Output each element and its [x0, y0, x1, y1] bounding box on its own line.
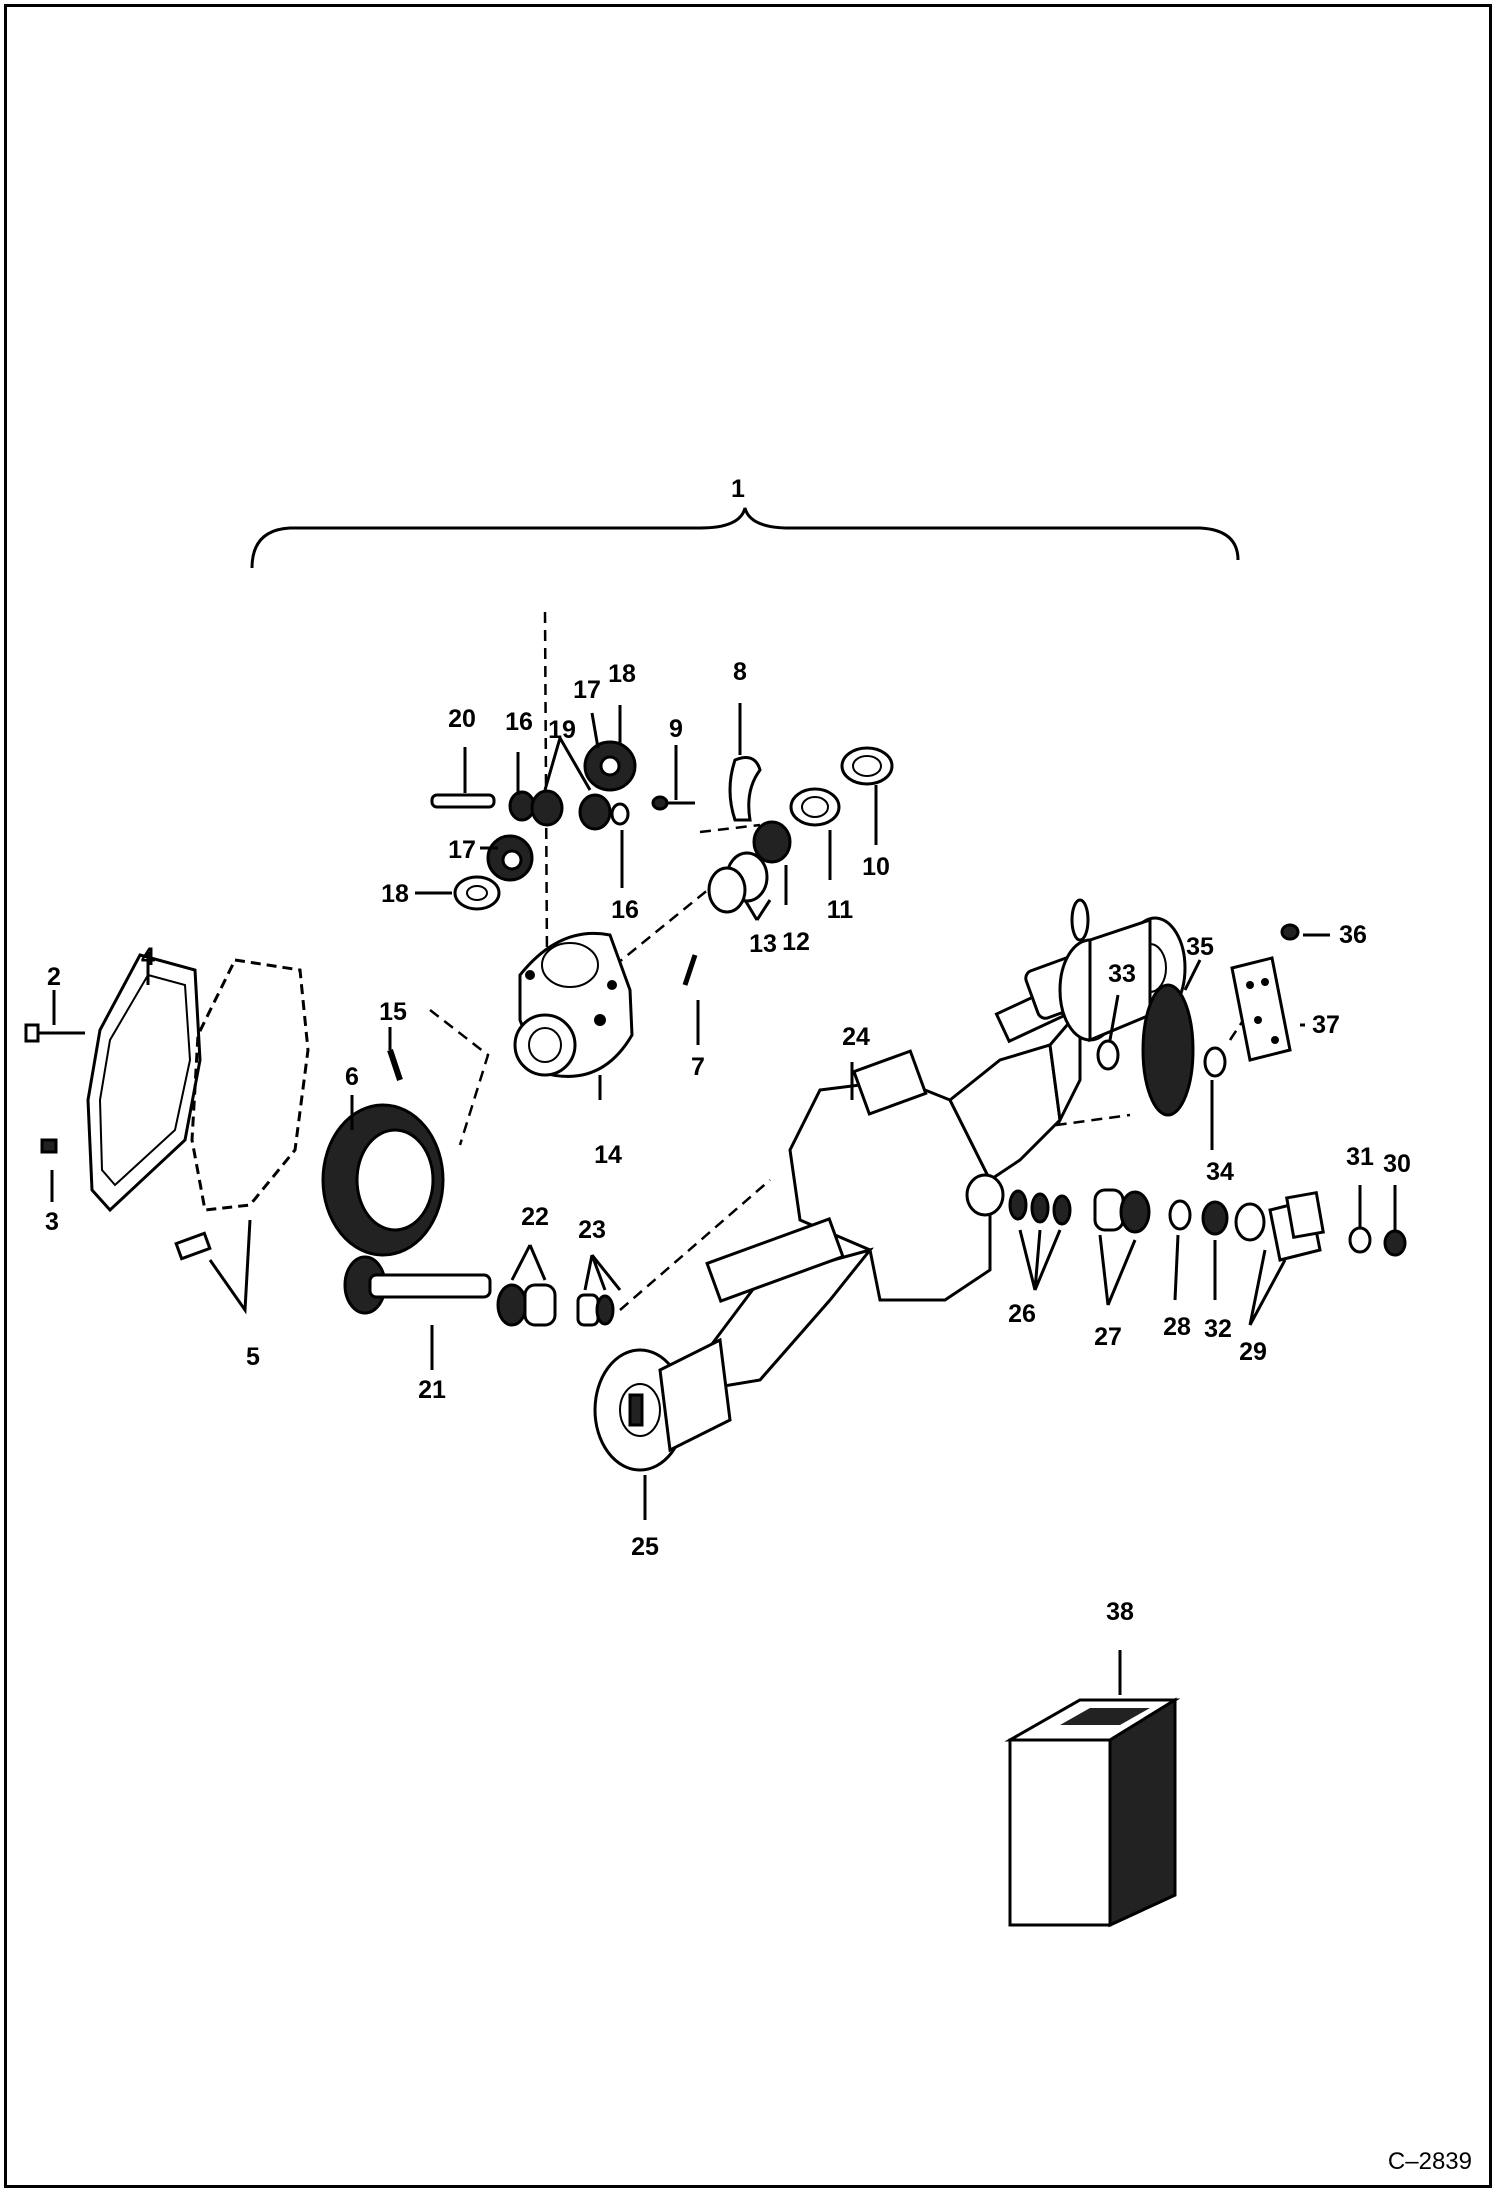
- axle-housing-part: [593, 898, 1187, 1472]
- leader-lines: [50, 703, 1397, 1695]
- diagram-frame: [4, 4, 1492, 2188]
- ring-gear-part: [321, 1103, 445, 1257]
- rear-cover-part: [86, 953, 202, 1213]
- output-shaft-parts: [1008, 983, 1407, 1262]
- callout-27: 27: [1094, 1323, 1122, 1351]
- callout-16-right: 16: [611, 896, 639, 924]
- callout-29: 29: [1239, 1338, 1267, 1366]
- callout-30: 30: [1383, 1150, 1411, 1178]
- callout-21: 21: [418, 1376, 446, 1404]
- callout-31: 31: [1346, 1143, 1374, 1171]
- bracket-part-8: [728, 756, 762, 822]
- callout-18-bottom: 18: [381, 880, 409, 908]
- gasket-part: [190, 958, 310, 1212]
- callout-2: 2: [47, 963, 61, 991]
- callout-28: 28: [1163, 1313, 1191, 1341]
- callout-3: 3: [45, 1208, 59, 1236]
- kit-box-part: [1004, 1697, 1181, 1928]
- callout-36: 36: [1339, 921, 1367, 949]
- plug-part: [174, 1231, 212, 1261]
- pinion-bearing-set: [496, 1283, 615, 1327]
- callout-23: 23: [578, 1216, 606, 1244]
- cover-plate-part: [1230, 923, 1300, 1062]
- callout-37: 37: [1312, 1011, 1340, 1039]
- callout-17-bottom: 17: [448, 836, 476, 864]
- callout-20: 20: [448, 705, 476, 733]
- spider-gear-set: [430, 740, 637, 911]
- callout-26: 26: [1008, 1300, 1036, 1328]
- assembly-brace: [250, 507, 1240, 569]
- callout-6: 6: [345, 1063, 359, 1091]
- pinion-part: [343, 1255, 492, 1315]
- callout-11: 11: [827, 896, 854, 924]
- callout-18-top: 18: [608, 660, 636, 688]
- callout-8: 8: [733, 658, 747, 686]
- callout-15: 15: [379, 998, 407, 1026]
- callout-38: 38: [1106, 1598, 1134, 1626]
- bolt-part-7: [682, 954, 698, 986]
- callout-33: 33: [1108, 960, 1136, 988]
- callout-24: 24: [842, 1023, 870, 1051]
- callout-13: 13: [749, 930, 777, 958]
- nut-part-3: [40, 1138, 58, 1154]
- callout-7: 7: [691, 1053, 705, 1081]
- differential-case-part: [513, 931, 634, 1078]
- callout-4: 4: [141, 943, 155, 971]
- callout-9: 9: [669, 715, 683, 743]
- callout-14: 14: [594, 1141, 622, 1169]
- callout-16-left: 16: [505, 708, 533, 736]
- rear-cover-rim: [98, 973, 192, 1187]
- callout-22: 22: [521, 1203, 549, 1231]
- callout-12: 12: [782, 928, 810, 956]
- bearing-set: [707, 746, 894, 914]
- callout-10: 10: [862, 853, 890, 881]
- callout-17-top: 17: [573, 676, 601, 704]
- callout-19: 19: [548, 716, 576, 744]
- bolt-part-9: [651, 795, 695, 811]
- callout-32: 32: [1204, 1315, 1232, 1343]
- pin-part-15: [387, 1049, 403, 1081]
- callout-25: 25: [631, 1533, 659, 1561]
- callout-labels: 1 2 3 4 5 6 7 8 9 10 11 12 13 14 15 16 1…: [45, 475, 1411, 1626]
- callout-5: 5: [246, 1343, 260, 1371]
- bolt-part-2: [24, 1023, 85, 1043]
- callout-1: 1: [731, 475, 745, 503]
- callout-34: 34: [1206, 1158, 1234, 1186]
- callout-35: 35: [1186, 933, 1214, 961]
- drawing-code-label: C–2839: [1387, 2148, 1472, 2175]
